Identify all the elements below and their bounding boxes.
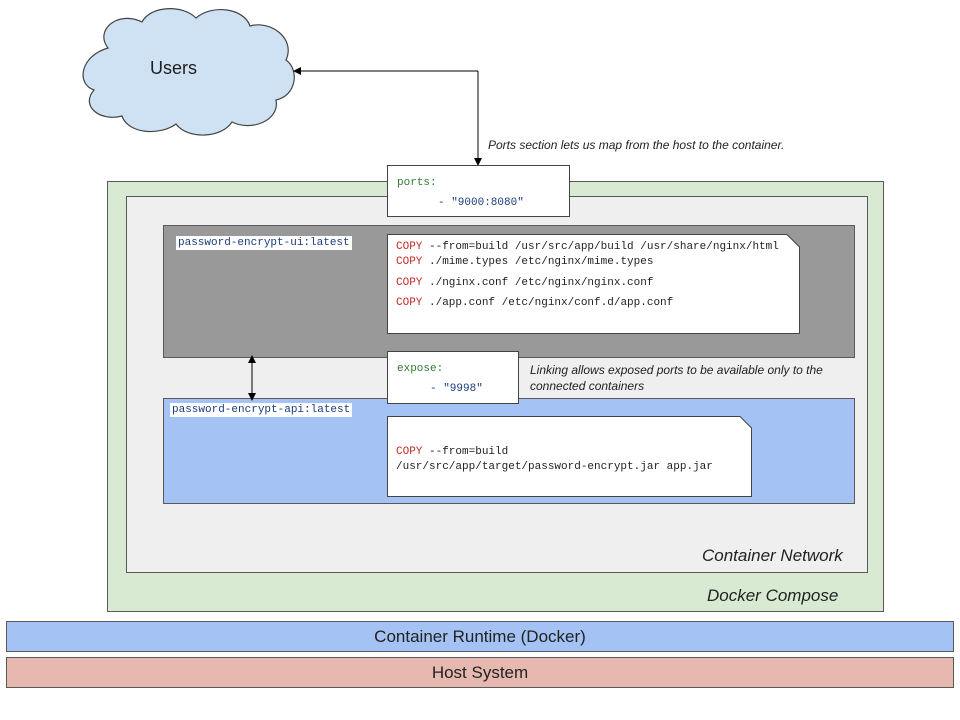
expose-value: - "9998": [430, 383, 483, 395]
ui-dockerfile-lines: COPY --from=build /usr/src/app/build /us…: [387, 234, 800, 334]
arrowhead-up-icon: [248, 355, 256, 363]
expose-note[interactable]: expose: - "9998": [387, 351, 519, 404]
ui-dockerfile-note[interactable]: [387, 234, 800, 334]
api-dockerfile-lines: COPY --from=build /usr/src/app/target/pa…: [387, 416, 752, 497]
ui-copy-line-2: COPY ./mime.types /etc/nginx/mime.types: [396, 256, 654, 268]
ui-copy-line-3: COPY ./nginx.conf /etc/nginx/nginx.conf: [396, 277, 654, 289]
host-system-label: Host System: [431, 662, 529, 682]
container-runtime-label: Container Runtime (Docker): [374, 626, 586, 646]
users-cloud-shape[interactable]: [82, 8, 295, 136]
container-network-label: Container Network: [702, 546, 843, 565]
ports-value: - "9000:8080": [438, 197, 524, 209]
linking-caption-line-1: Linking allows exposed ports to be avail…: [530, 363, 823, 377]
api-image-name: password-encrypt-api:latest: [170, 403, 353, 417]
api-copy-line-2: /usr/src/app/target/password-encrypt.jar…: [396, 461, 713, 473]
link-arrow: [248, 355, 256, 401]
api-dockerfile-note[interactable]: [387, 416, 752, 497]
arrowhead-down-icon: [248, 393, 256, 401]
ui-copy-line-1: COPY --from=build /usr/src/app/build /us…: [396, 241, 779, 253]
api-copy-line-1: COPY --from=build: [396, 446, 509, 458]
container-runtime-bar[interactable]: Container Runtime (Docker): [6, 621, 954, 652]
ui-image-name: password-encrypt-ui:latest: [176, 236, 352, 250]
arrowhead-to-ports-icon: [474, 158, 482, 166]
linking-caption: Linking allows exposed ports to be avail…: [530, 362, 823, 394]
expose-key: expose:: [397, 363, 444, 375]
ports-note[interactable]: ports: - "9000:8080": [387, 165, 570, 217]
ports-caption: Ports section lets us map from the host …: [488, 138, 785, 152]
ui-copy-line-4: COPY ./app.conf /etc/nginx/conf.d/app.co…: [396, 297, 674, 309]
arrowhead-to-users-icon: [293, 67, 301, 75]
linking-caption-line-2: connected containers: [530, 379, 645, 393]
host-system-bar[interactable]: Host System: [6, 657, 954, 688]
ports-key: ports:: [397, 177, 437, 189]
users-label: Users: [150, 58, 198, 78]
docker-compose-label: Docker Compose: [707, 586, 839, 605]
